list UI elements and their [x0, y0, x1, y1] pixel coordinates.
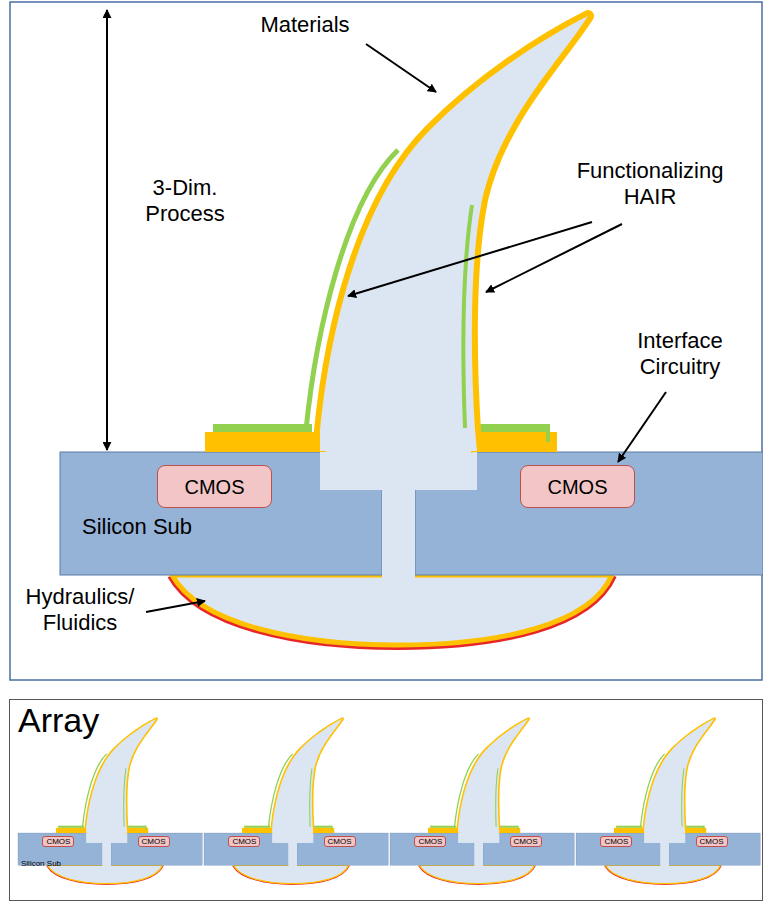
- cmos-block: CMOS: [414, 836, 446, 847]
- cmos-block: CMOS: [42, 836, 74, 847]
- hair-unit: [576, 719, 760, 884]
- cmos-block: CMOS: [696, 836, 728, 847]
- cmos-block: CMOS: [520, 465, 635, 508]
- cmos-block: CMOS: [138, 836, 170, 847]
- part-label: Silicon Sub: [21, 860, 61, 868]
- dimension-arrow: [106, 10, 108, 450]
- block-label: CMOS: [548, 477, 608, 497]
- panel-frame: [10, 2, 762, 680]
- cmos-block: CMOS: [510, 836, 542, 847]
- leader-arrow: [348, 222, 592, 296]
- callout-label: Functionalizing HAIR: [577, 158, 724, 211]
- cmos-block: CMOS: [157, 465, 272, 508]
- cmos-block: CMOS: [228, 836, 260, 847]
- block-label: CMOS: [328, 838, 352, 846]
- callout-label: Materials: [260, 12, 349, 38]
- cmos-block: CMOS: [324, 836, 356, 847]
- block-label: CMOS: [46, 838, 70, 846]
- panel-title: Array: [18, 703, 99, 737]
- block-label: CMOS: [418, 838, 442, 846]
- block-label: CMOS: [514, 838, 538, 846]
- cmos-block: CMOS: [600, 836, 632, 847]
- leader-arrow: [618, 392, 666, 462]
- hair-unit: [60, 16, 763, 645]
- substrate-band: Silicon Sub CMOS CMOS: [60, 452, 763, 575]
- hair-unit: [18, 719, 202, 884]
- leader-arrow: [486, 224, 622, 292]
- array-panel: ArraySilicon Sub CMOS CMOS CMOS CMOS CMOS CMOS…: [10, 700, 762, 900]
- block-label: CMOS: [142, 838, 166, 846]
- leader-arrow: [146, 601, 205, 612]
- hair-unit: [390, 719, 574, 884]
- hair-unit: [204, 719, 388, 884]
- leader-arrow: [366, 44, 436, 92]
- block-label: CMOS: [700, 838, 724, 846]
- dimension-label: 3-Dim. Process: [145, 175, 224, 228]
- block-label: CMOS: [232, 838, 256, 846]
- block-label: CMOS: [185, 477, 245, 497]
- callout-label: Interface Circuitry: [637, 328, 723, 381]
- substrate-band: Silicon Sub CMOS CMOS CMOS CMOS CMOS CMOS CMOS C…: [18, 833, 760, 865]
- block-label: CMOS: [604, 838, 628, 846]
- part-label: Silicon Sub: [82, 516, 192, 538]
- callout-label: Hydraulics/ Fluidics: [26, 584, 135, 637]
